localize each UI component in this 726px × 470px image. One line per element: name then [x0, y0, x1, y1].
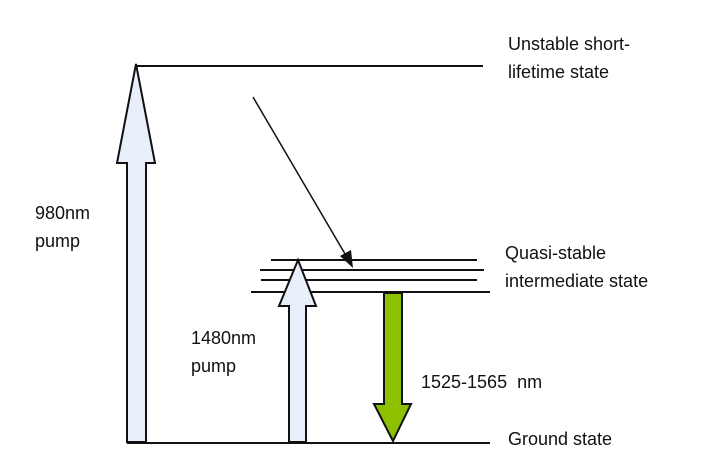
intermediate-state-label-line2: intermediate state — [505, 271, 649, 291]
intermediate-state-label-line1: Quasi-stable — [505, 243, 607, 263]
emission-arrow — [372, 292, 413, 444]
emission-wavelength-label: 1525-1565 nm — [421, 372, 543, 392]
nonradiative-decay-arrowhead — [340, 250, 353, 268]
nonradiative-decay-arrow — [252, 96, 349, 260]
pump-1480-arrow — [277, 257, 318, 443]
ground-state-label: Ground state — [508, 429, 613, 449]
pump-1480-label: 1480nm pump — [191, 324, 256, 380]
pump-1480-label-line2: pump — [191, 356, 237, 376]
intermediate-state-label: Quasi-stable intermediate state — [505, 239, 648, 295]
pump-980-label-line1: 980nm — [35, 203, 91, 223]
pump-980-label: 980nm pump — [35, 199, 90, 255]
pump-980-label-line2: pump — [35, 231, 81, 251]
upper-state-label-line2: lifetime state — [508, 62, 610, 82]
pump-1480-label-line1: 1480nm — [191, 328, 257, 348]
upper-state-label-line1: Unstable short- — [508, 34, 631, 54]
upper-state-label: Unstable short- lifetime state — [508, 30, 630, 86]
pump-980-arrow — [115, 63, 157, 443]
